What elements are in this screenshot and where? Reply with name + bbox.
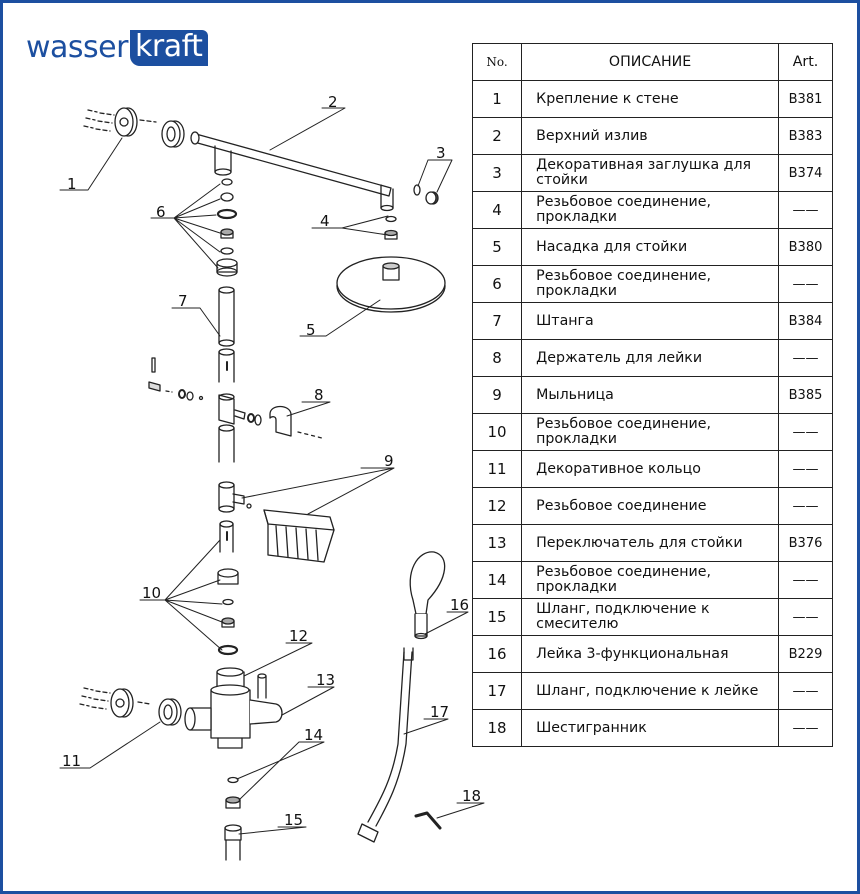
diverter	[184, 667, 283, 749]
callout-17: 17	[430, 703, 449, 721]
callout-3: 3	[436, 144, 446, 162]
callout-labels: 1 2 3 4 5 6 7 8 9 10 11 12 13 14 15 16 1…	[62, 93, 481, 829]
row-description: Шланг, подключение к смесителю	[521, 598, 780, 636]
row-no: 9	[471, 376, 523, 414]
row-no: 12	[471, 487, 523, 525]
row-art: ——	[778, 265, 833, 303]
callout-14: 14	[304, 726, 323, 744]
connector-6	[216, 178, 238, 277]
row-description: Резьбовое соединение, прокладки	[521, 413, 780, 451]
row-description: Декоративное кольцо	[521, 450, 780, 488]
soap-dish	[218, 481, 335, 563]
pole	[218, 286, 235, 383]
leader-lines	[59, 107, 485, 835]
row-art: B376	[778, 524, 833, 562]
row-no: 10	[471, 413, 523, 451]
shower-head	[336, 256, 446, 313]
brand-name-part1: wasser	[26, 30, 128, 65]
row-art: B380	[778, 228, 833, 266]
row-art: ——	[778, 487, 833, 525]
row-description: Лейка 3-функциональная	[521, 635, 780, 673]
row-no: 11	[471, 450, 523, 488]
row-art: B381	[778, 80, 833, 118]
row-no: 5	[471, 228, 523, 266]
row-no: 18	[471, 709, 523, 747]
callout-1: 1	[67, 175, 77, 193]
callout-15: 15	[284, 811, 303, 829]
row-description: Крепление к стене	[521, 80, 780, 118]
connector-4	[384, 215, 398, 240]
callout-10: 10	[142, 584, 161, 602]
table-header-row: No. ОПИСАНИЕ Art.	[471, 43, 833, 81]
header-no: No.	[471, 43, 523, 81]
hose	[357, 647, 414, 843]
wall-mount-bottom	[79, 687, 182, 726]
callout-8: 8	[314, 386, 324, 404]
row-art: B385	[778, 376, 833, 414]
row-description: Резьбовое соединение	[521, 487, 780, 525]
row-description: Шестигранник	[521, 709, 780, 747]
row-art: ——	[778, 561, 833, 599]
top-arm	[190, 131, 394, 212]
row-description: Верхний излив	[521, 117, 780, 155]
callout-12: 12	[289, 627, 308, 645]
row-art: B374	[778, 154, 833, 192]
connector-10	[217, 520, 239, 656]
callout-6: 6	[156, 203, 166, 221]
row-description: Насадка для стойки	[521, 228, 780, 266]
callout-9: 9	[384, 452, 394, 470]
row-description: Резьбовое соединение, прокладки	[521, 191, 780, 229]
hex-key	[414, 811, 442, 830]
row-no: 2	[471, 117, 523, 155]
connector-14-15	[224, 776, 242, 861]
callout-4: 4	[320, 212, 330, 230]
row-no: 6	[471, 265, 523, 303]
hand-shower-holder	[148, 357, 323, 463]
row-art: ——	[778, 450, 833, 488]
row-description: Переключатель для стойки	[521, 524, 780, 562]
brand-name-part2: kraft	[129, 30, 209, 66]
callout-7: 7	[178, 292, 188, 310]
callout-13: 13	[316, 671, 335, 689]
row-no: 16	[471, 635, 523, 673]
row-description: Шланг, подключение к лейке	[521, 672, 780, 710]
hand-shower	[409, 551, 446, 640]
row-description: Резьбовое соединение, прокладки	[521, 561, 780, 599]
callout-2: 2	[328, 93, 338, 111]
row-no: 7	[471, 302, 523, 340]
row-art: ——	[778, 672, 833, 710]
row-art: ——	[778, 709, 833, 747]
decorative-plug	[413, 184, 439, 205]
row-art: ——	[778, 598, 833, 636]
row-no: 13	[471, 524, 523, 562]
callout-11: 11	[62, 752, 81, 770]
callout-18: 18	[462, 787, 481, 805]
callout-5: 5	[306, 321, 316, 339]
callout-16: 16	[450, 596, 469, 614]
wall-mount-top	[83, 107, 185, 148]
row-art: ——	[778, 413, 833, 451]
